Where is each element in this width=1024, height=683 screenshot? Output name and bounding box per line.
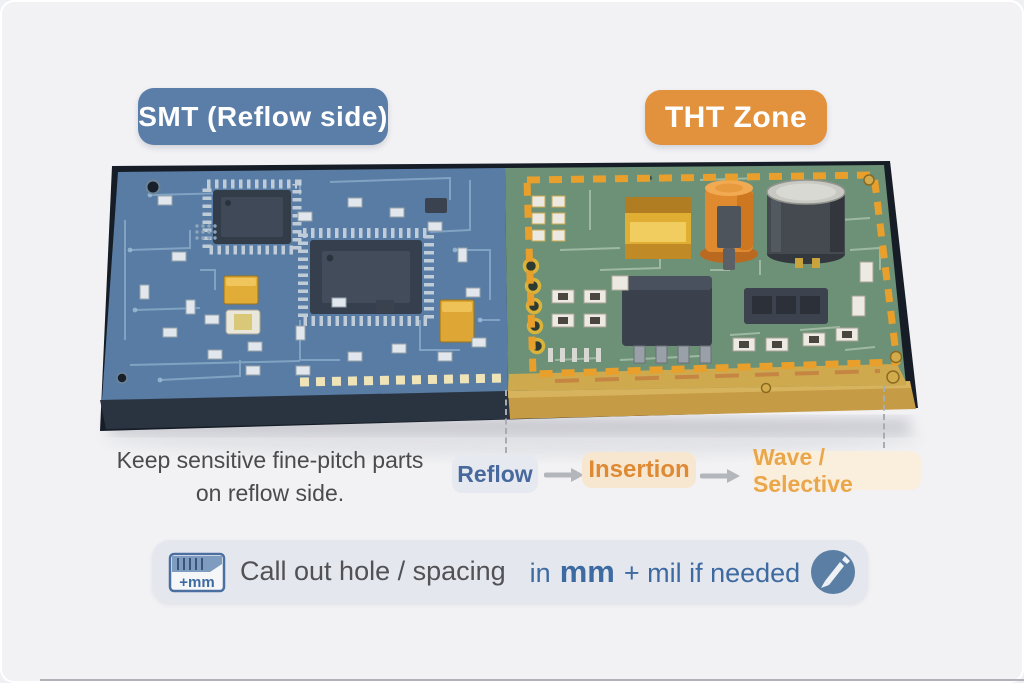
- smt-zone-label: SMT (Reflow side): [138, 88, 388, 145]
- orange-capacitor: [700, 180, 758, 270]
- connector: [744, 288, 828, 324]
- callout-units: in mm + mil if needed: [530, 554, 801, 590]
- reflow-callout-line: [505, 390, 507, 453]
- tantalum-capacitor: [225, 309, 261, 335]
- flow-step-wave-selective: Wave / Selective: [753, 444, 921, 497]
- tht-zone-label: THT Zone: [645, 90, 827, 145]
- transformer: [625, 197, 691, 259]
- pencil-icon: [810, 549, 856, 595]
- icon-mm-label: +mm: [179, 574, 214, 591]
- design-note-line2: on reflow side.: [195, 480, 345, 506]
- smt-vias: [127, 192, 483, 383]
- dimension-callout-bar: +mm Call out hole / spacing in mm + mil …: [152, 540, 868, 603]
- white-pad: [611, 275, 629, 291]
- design-note: Keep sensitive fine-pitch parts on reflo…: [100, 444, 440, 510]
- tht-zone-detail: [508, 171, 906, 391]
- test-pad-grid: [195, 224, 217, 240]
- small-ics: [376, 198, 447, 313]
- board-front-edge-smt: [100, 391, 510, 429]
- gold-annular-strip: [508, 364, 906, 391]
- flow-step-wave-selective-label: Wave / Selective: [753, 443, 853, 497]
- flow-step-reflow: Reflow: [452, 455, 538, 493]
- flow-arrow-icon: [544, 468, 584, 482]
- smd-passives: [139, 195, 487, 376]
- yellow-capacitor-2: [439, 299, 475, 343]
- mounting-holes: [116, 174, 903, 394]
- edge-pad-row: [299, 373, 506, 387]
- unit-in: in: [529, 557, 551, 588]
- wave-callout-line: [883, 386, 885, 448]
- unit-mm: mm: [559, 553, 615, 589]
- measurement-callout-icon: +mm: [168, 552, 226, 592]
- callout-text: Call out hole / spacing: [240, 556, 506, 586]
- flow-arrow-icon: [700, 469, 740, 483]
- flow-step-insertion: Insertion: [582, 452, 696, 488]
- design-note-line1: Keep sensitive fine-pitch parts: [116, 447, 424, 473]
- bottom-rule: [40, 679, 1024, 681]
- qfp-chip-small: [202, 179, 302, 255]
- strip-marking: [554, 369, 881, 383]
- smt-zone-detail: [124, 176, 506, 387]
- qfp-chip-large: [298, 228, 434, 326]
- smt-zone-label-text: SMT (Reflow side): [138, 100, 388, 132]
- flow-step-insertion-label: Insertion: [588, 456, 690, 483]
- tht-zone-label-text: THT Zone: [664, 100, 808, 134]
- tht-resistors: [551, 261, 874, 352]
- relay-ic: [622, 276, 712, 364]
- pin-header-row: [548, 348, 601, 362]
- yellow-capacitor-1: [223, 275, 259, 305]
- unit-rest: + mil if needed: [623, 557, 801, 588]
- electrolytic-capacitor: [766, 179, 846, 268]
- flow-step-reflow-label: Reflow: [457, 460, 533, 487]
